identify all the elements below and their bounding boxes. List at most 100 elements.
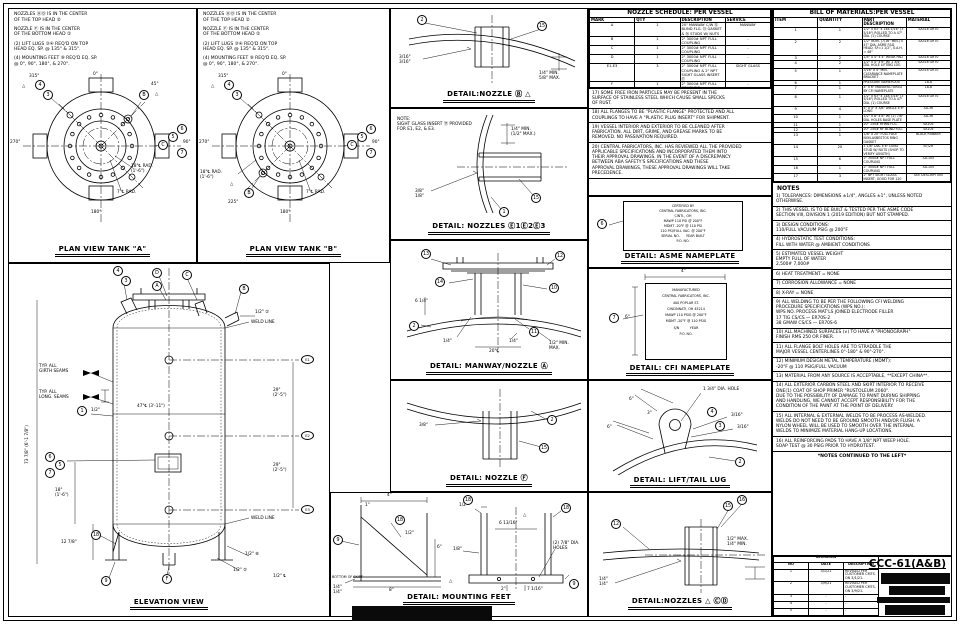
general-note: 10) ALL MACHINED SURFACES (∨) TO HAVE A … — [773, 329, 951, 344]
cell-item: 17 — [773, 173, 819, 181]
dim-3: 3" — [647, 411, 652, 416]
detail-manway-title: DETAIL: MANWAY/NOZZLE Ⓐ — [391, 361, 587, 375]
cell-material: SA516 GR70 — [905, 68, 951, 82]
dim-6: 6" — [437, 545, 442, 550]
balloon-nozzle-a: A — [152, 281, 162, 291]
balloon-nozzle-c: C — [158, 140, 168, 150]
balloon-9: 9 — [101, 576, 111, 586]
balloon-2: 2 — [409, 321, 419, 331]
col-item: ITEM — [773, 16, 819, 28]
detail-nozzles-cd-drawing: 12 15 16 1/2" MAX. 1/4" MIN. 1/4" 1/4" — [589, 493, 771, 597]
cell-qty: 1 — [634, 54, 681, 65]
weld-callout: 3/16" 3/16" — [399, 55, 411, 66]
redacted-block — [877, 597, 950, 603]
cell-item: 16 — [773, 164, 819, 175]
detail-nozzles-e-drawing: NOTE: SIGHT GLASS INSERT ⑰ PROVIDED FOR … — [391, 109, 587, 221]
balloon-15: 15 — [539, 443, 549, 453]
general-note: 13) MATERIAL FROM ANY SOURCE IS ACCEPTAB… — [773, 372, 951, 382]
cell-part-description: 4" x 4" x 3/8" ANGLE x 6" LONG — [861, 105, 907, 115]
redacted-block — [885, 605, 945, 615]
cell-rev-description: - — [843, 608, 879, 616]
cell-quantity: 1 — [817, 122, 863, 129]
cell-part-description: 1/8" x 20" FULL FACE NON-ASBESTOS RING G… — [861, 132, 907, 146]
balloon-18: 18 — [395, 515, 405, 525]
cell-qty: 1 — [634, 80, 681, 87]
weld-callout: 3/8" 1/8" — [415, 189, 424, 200]
bom-row: 9 4 4" x 4" x 3/8" ANGLE x 6" LONG SA-36 — [773, 105, 951, 115]
balloon-7: 7 — [366, 148, 376, 158]
general-note: 15) ALL INTERNAL & EXTERNAL WELDS TO BE … — [773, 412, 951, 437]
cell-rev-description: - — [843, 601, 879, 609]
balloon-4: 4 — [35, 80, 45, 90]
dim-4: 4" — [387, 493, 392, 498]
panel-title-block: CCC-61(A&B) REVISIONS NO DATE DESCRIPTIO… — [772, 556, 952, 617]
cell-item: 12 — [773, 127, 819, 134]
cell-mark: B — [589, 35, 636, 46]
cell-quantity: 2 — [817, 59, 863, 70]
balloon-1: 1 — [77, 406, 87, 416]
nameplate-line: P.O. NO. — [679, 331, 693, 336]
cell-service: - — [724, 44, 771, 56]
nameplate-line: 400 POPLAR ST. — [672, 300, 700, 305]
cell-rev-date: - — [808, 601, 844, 609]
cell-part-description: 2" 3000# NPT FULL COUPLING — [861, 156, 907, 166]
dim-half: 1/2" — [459, 503, 468, 508]
dim-8: 8" — [389, 588, 394, 593]
dim-6: 6" — [629, 397, 634, 402]
plan-note: NOZZLES ⒶⒹ IS IN THE CENTER OF THE TOP H… — [14, 12, 88, 23]
plan-a-linework — [23, 74, 181, 224]
plan-note: (4) MOUNTING FEET ⑨ REQ'D EQ. SP. @ 0°, … — [14, 56, 98, 67]
detail-manway-drawing: 13 12 14 10 11 2 6 1/4" 20"℄ 1/4" 1/2" M… — [391, 241, 587, 361]
dim-diameter: 47"℄ (3'-11") — [137, 404, 165, 409]
balloon-nozzle-b: B — [244, 188, 254, 198]
dim-eighth: 1/8" — [453, 547, 462, 552]
bom-row: 12 1 20" 150# RF BLIND FLG. SA105 — [773, 127, 951, 134]
balloon-12: 12 — [611, 519, 621, 529]
plan-a-drawing: 0° 45° 90° 180° 270° 315° △ 4 3 B △ C 5 … — [9, 72, 196, 224]
cell-mark: E1-E3 — [589, 63, 636, 82]
general-note: 18) ALL FLANGES TO BE "PLASTIC FLANGE" P… — [589, 109, 771, 124]
balloon-6: 6 — [177, 124, 187, 134]
balloon-12: 12 — [555, 251, 565, 261]
panel-detail-lift-lug: 1 3/4" DIA. HOLE 6" 6" 3" 3/16" 3/16" 4 … — [588, 380, 772, 492]
cell-mark: F — [589, 80, 636, 87]
col-no: NO — [773, 561, 809, 570]
cell-material: SA-36 — [905, 105, 951, 115]
cell-service: - — [724, 80, 771, 87]
revisions-block: REVISIONS NO DATE DESCRIPTION 1 3/1/21 R… — [773, 557, 879, 616]
dim-diameter: 20"℄ — [489, 349, 500, 354]
cell-item: 1 — [773, 26, 819, 40]
cell-rev-no: 2 — [773, 581, 809, 595]
revision-row: 3 - - — [773, 594, 879, 602]
revision-row: 2 3/9/21 REVISED PER CUSTOMER CMTS. ON 3… — [773, 581, 879, 595]
nameplate-line: P.O. NO. — [676, 238, 690, 243]
cell-item: 10 — [773, 113, 819, 124]
revision-row: 4 - - — [773, 601, 879, 609]
bom-row: 7 1 4" x 6" MANUFACTURED BY CFI NAMEPLAT… — [773, 85, 951, 95]
cell-rev-description: - — [843, 594, 879, 602]
cell-material: SA105 — [905, 127, 951, 134]
plan-note: (4) MOUNTING FEET ⑨ REQ'D EQ. SP. @ 0°, … — [203, 56, 287, 67]
dim-holes: (2) 7/8" DIA. HOLES — [553, 541, 580, 552]
cell-rev-no: 5 — [773, 608, 809, 616]
balloon-15: 15 — [723, 501, 733, 511]
detail-nozzle-f-drawing: 3/8" 2 15 — [391, 381, 587, 473]
cell-rev-date: 3/9/21 — [808, 581, 844, 595]
notes-continued-to-left: *NOTES CONTINUED TO THE LEFT* — [817, 453, 907, 459]
balloon-6: 6 — [366, 124, 376, 134]
bom-row: 2 2 1/2" NOM. (7/16" MIN.) x 47" DIA. AS… — [773, 38, 951, 56]
radius-label-7: 7"℄ RAD. — [306, 190, 326, 195]
nameplate-line: CINCINNATI, OH 45214 — [667, 306, 705, 311]
flag-triangle: △ — [22, 84, 26, 89]
angle-label-180: 180° — [91, 210, 102, 215]
dim-18: 18" (1'-6") — [55, 488, 69, 499]
dim-29: 29" (2'-5") — [273, 463, 287, 474]
detail-mounting-feet-linework — [340, 497, 570, 591]
cell-service: MANWAY — [724, 22, 771, 37]
cell-quantity: 6 — [817, 156, 863, 166]
panel-notes: NOTES 1) TOLERANCES: DIMENSIONS ±1/4", A… — [772, 182, 952, 556]
col-rev-description: DESCRIPTION — [843, 561, 879, 570]
balloon-4: 4 — [707, 407, 717, 417]
panel-detail-nozzles-e: NOTE: SIGHT GLASS INSERT ⑰ PROVIDED FOR … — [390, 108, 588, 240]
detail-manway-linework — [406, 253, 582, 353]
